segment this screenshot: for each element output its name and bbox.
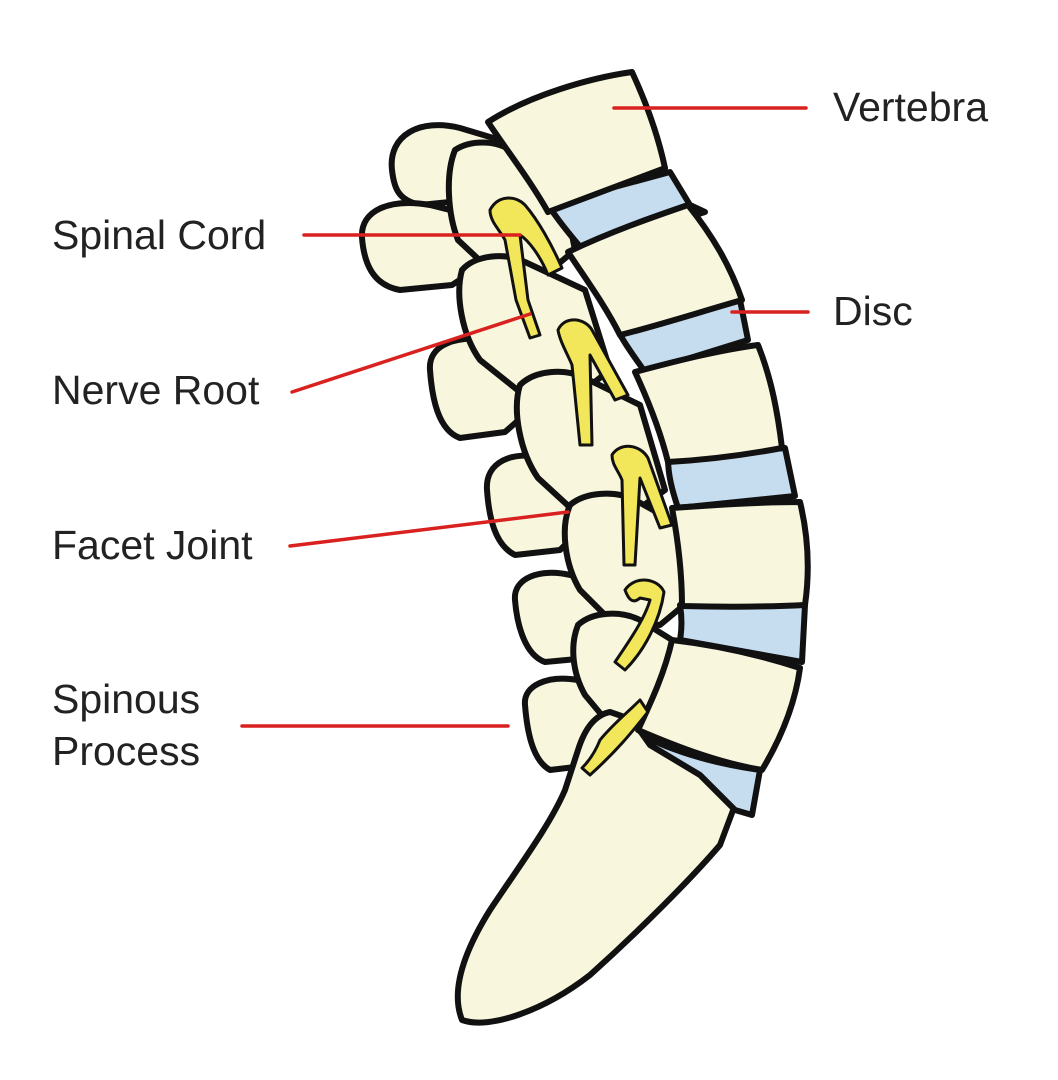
spinous-process-label-line1: Spinous (52, 676, 200, 722)
spinal-cord-label: Spinal Cord (52, 212, 266, 258)
nerve-root-1 (556, 318, 630, 447)
vertebral-body-4 (669, 499, 811, 610)
facet-joint-leader (288, 510, 570, 548)
nerve-root-3 (613, 578, 666, 672)
nerve-root-4 (580, 698, 650, 777)
nerve-root-leader (290, 312, 532, 394)
nerve-root-label: Nerve Root (52, 367, 260, 413)
leader-lines (240, 106, 810, 728)
spinous-process-label-line2: Process (52, 728, 200, 774)
facet-joint-label: Facet Joint (52, 522, 253, 568)
disc-4 (677, 602, 808, 665)
vertebral-bodies (485, 69, 811, 773)
vertebral-body-3 (632, 342, 785, 465)
vertebral-body-2 (565, 202, 745, 338)
spinal-cord-and-nerve-roots (488, 196, 674, 777)
intervertebral-discs (545, 169, 808, 818)
disc-label: Disc (833, 288, 913, 334)
sacrum (454, 709, 738, 1026)
vertebra-label: Vertebra (833, 84, 988, 130)
disc-3 (665, 445, 798, 511)
labels: Vertebra Disc Spinal Cord Nerve Root Fac… (52, 84, 988, 774)
nerve-root-2 (610, 444, 674, 567)
